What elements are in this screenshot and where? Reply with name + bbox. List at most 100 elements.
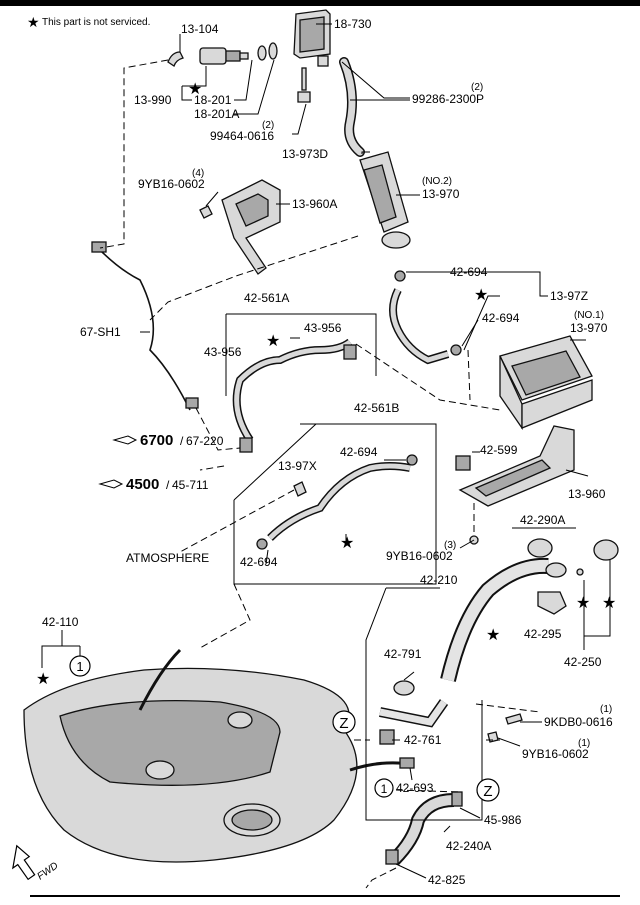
module-18-730-shape (293, 9, 331, 67)
label-67-sh1: 67-SH1 (80, 325, 121, 339)
legend-text: This part is not serviced. (42, 17, 150, 28)
purge-valve-shape (199, 47, 249, 65)
label-atmosphere: ATMOSPHERE (126, 551, 209, 565)
o-ring-18-201-shape (257, 45, 267, 61)
star-42-561b-icon: ★ (340, 535, 354, 552)
label-13-990: 13-990 (134, 93, 172, 107)
star-42-110-icon: ★ (36, 671, 50, 688)
ref-6700-sub: 67-220 (186, 434, 224, 448)
hose-42-561a-fill (234, 339, 352, 442)
clip-43-956-shape (343, 344, 357, 360)
fwd-label: FWD (35, 860, 60, 882)
canister-no1-shape (499, 335, 593, 431)
label-13-970-mid: 13-970 (570, 321, 608, 335)
box-42-210 (365, 587, 483, 821)
qty-9yb16-c: (1) (578, 738, 590, 749)
circle-1-tank: 1 (69, 655, 91, 677)
circle-1-tank-label: 1 (76, 659, 83, 674)
circle-1-hose-label: 1 (381, 782, 388, 796)
star-42-250b-icon: ★ (602, 595, 616, 612)
label-43-956-a: 43-956 (304, 321, 342, 335)
tube-13-97z-outline (389, 288, 450, 365)
nut-9yb16-a-shape (199, 205, 213, 219)
harness-67-sh1-shape (99, 249, 191, 411)
cap-screw-shape (576, 568, 584, 576)
label-9yb16-a: 9YB16-0602 (138, 177, 205, 191)
cap-42-250-shape (593, 539, 619, 561)
box-42-561a (226, 313, 377, 376)
star-13-990-icon: ★ (188, 81, 202, 98)
star-42-250a-icon: ★ (576, 595, 590, 612)
clamp-42-694-a-shape (394, 270, 406, 282)
label-9kdb0: 9KDB0-0616 (544, 715, 613, 729)
qty-9yb16-a: (4) (192, 168, 204, 179)
label-43-956-b: 43-956 (204, 345, 242, 359)
label-18-201a: 18-201A (194, 107, 239, 121)
label-42-825: 42-825 (428, 873, 466, 887)
star-13-97z-icon: ★ (474, 287, 488, 304)
label-9yb16-c: 9YB16-0602 (522, 747, 589, 761)
bracket-13-960-shape (458, 425, 575, 507)
label-9yb16-b: 9YB16-0602 (386, 549, 453, 563)
circle-z-tank-label: Z (339, 715, 348, 732)
label-42-694-a: 42-694 (450, 265, 488, 279)
qty-9kdb0: (1) (600, 704, 612, 715)
clip-42-761-shape (379, 729, 395, 745)
legend-star-icon: ★ (27, 14, 40, 30)
label-42-791: 42-791 (384, 647, 422, 661)
filler-pipe-fill (442, 559, 549, 682)
label-13-960a: 13-960A (292, 197, 337, 211)
top-border (0, 0, 640, 6)
label-13-104: 13-104 (181, 22, 219, 36)
bolt-9kdb0-shape (505, 713, 523, 725)
star-42-561a-icon: ★ (266, 333, 280, 350)
clip-43-956-lower-shape (239, 437, 253, 453)
canister-no2-shape (359, 151, 411, 249)
leader-lines (41, 23, 611, 879)
clamp-42-694-b-shape (450, 344, 462, 356)
ref-4500-link[interactable]: 4500 / 45-711 (98, 476, 209, 493)
label-42-693: 42-693 (396, 781, 434, 795)
qty-99464: (2) (262, 120, 274, 131)
label-99464: 99464-0616 (210, 129, 274, 143)
filler-neck-fill (379, 699, 447, 726)
hose-42-240a-fill (390, 795, 455, 864)
circle-z-hose-label: Z (483, 783, 492, 800)
fuel-tank-shape (23, 667, 358, 863)
clamp-42-825-shape (385, 849, 399, 865)
hose-42-561b-fill (268, 463, 411, 540)
clamp-42-694-c-shape (406, 454, 418, 466)
ref-6700-link[interactable]: 6700 / 67-220 (112, 432, 224, 449)
fuel-line-42-693-shape (138, 648, 182, 711)
label-42-761: 42-761 (404, 733, 442, 747)
note-13-970-top: (NO.2) (422, 176, 452, 187)
dashed-routing (99, 59, 541, 889)
clip-13-104-shape (167, 51, 184, 68)
label-42-561a: 42-561A (244, 291, 289, 305)
hand-pointer-icon (112, 435, 138, 445)
label-42-250: 42-250 (564, 655, 602, 669)
label-42-599: 42-599 (480, 443, 518, 457)
hand-pointer-icon-2 (98, 479, 124, 489)
housing-42-290a-shape (527, 538, 553, 558)
label-45-986: 45-986 (484, 813, 522, 827)
label-42-290a: 42-290A (520, 513, 565, 527)
label-42-295: 42-295 (524, 627, 562, 641)
harness-end-shape (185, 397, 199, 409)
ref-6700-slash: / (180, 434, 184, 448)
hose-42-561b-outline (267, 462, 411, 541)
label-13-960: 13-960 (568, 487, 606, 501)
label-42-110: 42-110 (42, 615, 79, 629)
qty-99286: (2) (471, 82, 483, 93)
bracket-42-295-shape (537, 591, 567, 615)
hose-13-973d-fill (340, 58, 364, 156)
label-42-561b: 42-561B (354, 401, 399, 415)
label-42-694-d: 42-694 (240, 555, 278, 569)
clamp-42-694-d-shape (256, 538, 268, 550)
label-13-97z: 13-97Z (550, 289, 588, 303)
star-42-210-icon: ★ (486, 627, 500, 644)
label-42-210: 42-210 (420, 573, 458, 587)
label-13-970-top: 13-970 (422, 187, 460, 201)
circle-z-hose: Z (476, 778, 500, 802)
label-13-973d: 13-973D (282, 147, 328, 161)
